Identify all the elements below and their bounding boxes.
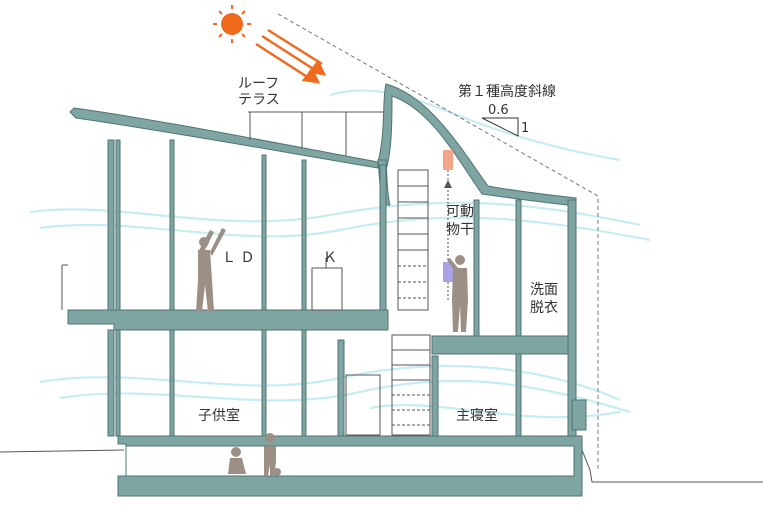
slope-ratio-label: 0.6 bbox=[488, 103, 509, 118]
sun-icon bbox=[213, 5, 251, 43]
svg-text:脱衣: 脱衣 bbox=[530, 300, 558, 316]
height-slant-line bbox=[277, 13, 599, 470]
foundation bbox=[117, 435, 583, 497]
door bbox=[345, 374, 381, 436]
child-sitting-icon bbox=[228, 447, 246, 474]
kitchen-counter bbox=[311, 258, 343, 311]
movable-drying-rack bbox=[443, 150, 453, 300]
room-label-kitchen: Ｋ bbox=[323, 250, 337, 266]
wind-flow-lines bbox=[29, 89, 651, 419]
ground-line bbox=[0, 449, 763, 483]
svg-text:ルーフ: ルーフ bbox=[238, 76, 279, 92]
person-stretching-icon bbox=[196, 228, 226, 312]
room-label-washroom: 洗面 脱衣 bbox=[530, 282, 558, 316]
height-slant-line-label: 第１種高度斜線 bbox=[458, 83, 556, 100]
room-label-kids-room: 子供室 bbox=[198, 407, 240, 424]
svg-text:洗面: 洗面 bbox=[530, 282, 558, 298]
svg-text:可動: 可動 bbox=[446, 204, 474, 220]
roof-terrace-railing bbox=[248, 111, 384, 156]
roof-terrace-label: ルーフ テラス bbox=[238, 76, 280, 108]
movable-drying-label: 可動 物干 bbox=[446, 204, 474, 238]
slope-base-label: 1 bbox=[521, 121, 529, 136]
person-hanging-laundry-icon bbox=[447, 255, 468, 332]
second-floor-slab bbox=[67, 309, 577, 355]
sunlight-arrows-icon bbox=[255, 28, 327, 84]
svg-text:物干: 物干 bbox=[446, 222, 474, 238]
room-label-master-bedroom: 主寝室 bbox=[456, 407, 498, 424]
stairs bbox=[391, 169, 431, 436]
balcony-railing bbox=[61, 264, 68, 310]
child-playing-ball-icon bbox=[264, 433, 281, 476]
svg-text:テラス: テラス bbox=[238, 92, 280, 108]
room-label-ld: Ｌ Ｄ bbox=[222, 250, 254, 266]
walls-columns bbox=[107, 139, 587, 437]
